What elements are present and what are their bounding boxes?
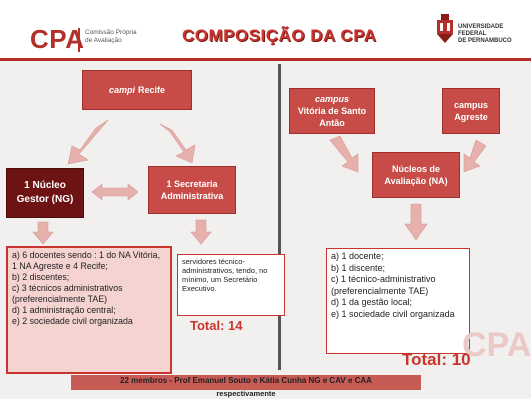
campi-recife-label: Recife (138, 85, 166, 95)
arrow-recife-nucleo (67, 119, 109, 165)
nucleo-gestor-box: 1 Núcleo Gestor (NG) (6, 168, 84, 218)
campus-vitoria-box: campus Vitória de Santo Antão (289, 88, 375, 134)
logo-separator (78, 28, 80, 52)
cpa-logo: CPA (30, 24, 85, 54)
campus-agreste-box: campus Agreste (442, 88, 500, 134)
nucleos-avaliacao-box: Núcleos de Avaliação (NA) (372, 152, 460, 198)
campi-recife-italic: campi (108, 85, 135, 95)
ufpe-crest-icon (437, 14, 453, 43)
ufpe-logo-text: UNIVERSIDADE FEDERAL DE PERNAMBUCO (458, 24, 512, 44)
footer-banner: 22 membros - Prof Emanuel Souto e Kátia … (71, 375, 421, 390)
cpa-logo-subtitle: Comissão Própria de Avaliação (85, 29, 137, 44)
na-members-list: a) 1 docente; b) 1 discente; c) 1 técnic… (326, 248, 470, 354)
footer-banner-line2: respectivamente (216, 389, 276, 398)
secretaria-members-text: servidores técnico-administrativos, tend… (177, 254, 285, 316)
arrow-vitoria-nucleos (329, 135, 359, 173)
arrow-nucleo-members (32, 221, 54, 245)
campus-vitoria-italic: campus (314, 94, 349, 104)
secretaria-box: 1 Secretaria Administrativa (148, 166, 236, 214)
slide-title: COMPOSIÇÃO DA CPA (182, 26, 377, 45)
total-right: Total: 10 (402, 350, 471, 369)
arrow-nucleos-members (404, 203, 428, 241)
arrow-agreste-nucleos (463, 139, 487, 173)
vertical-divider (278, 64, 281, 370)
cpa-watermark: CPA (462, 326, 531, 364)
header-divider (0, 58, 531, 61)
campus-vitoria-label: Vitória de Santo Antão (297, 106, 367, 128)
ng-members-list: a) 6 docentes sendo : 1 do NA Vitória, 1… (6, 246, 172, 374)
arrow-nucleo-secretaria (91, 183, 139, 201)
arrow-recife-secretaria (159, 123, 196, 164)
arrow-secretaria-members (190, 219, 212, 245)
total-left: Total: 14 (190, 318, 243, 333)
